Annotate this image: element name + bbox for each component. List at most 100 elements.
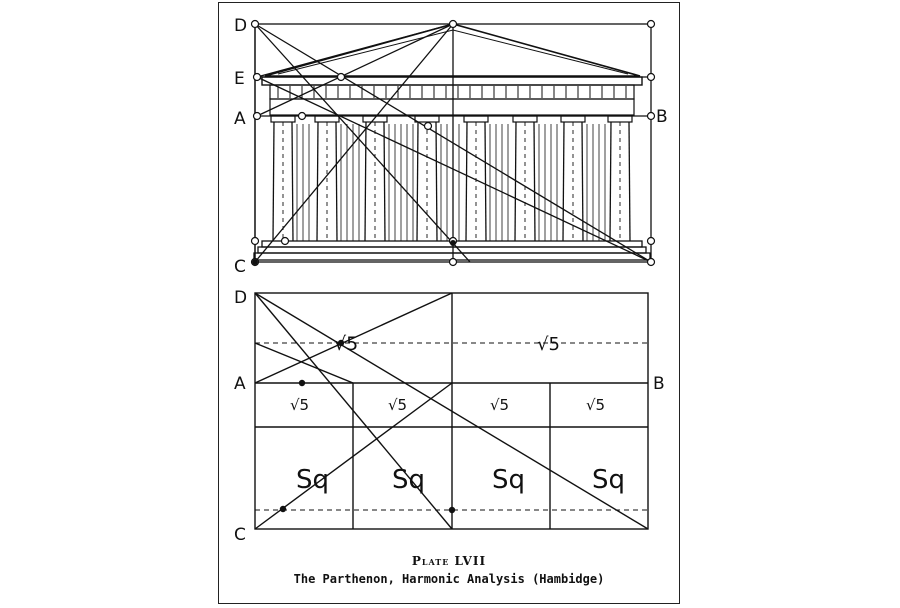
- column-shaft-left: [609, 121, 612, 242]
- column-capital: [270, 115, 296, 123]
- label-C-top: C: [234, 257, 246, 277]
- root5-cell-1: √5: [290, 396, 309, 414]
- intercolumn: [340, 124, 360, 241]
- label-D-top: D: [234, 16, 247, 36]
- column-shaft-right: [484, 121, 487, 242]
- control-point-filled: [450, 240, 456, 246]
- control-point: [280, 236, 290, 246]
- column-capital: [314, 115, 340, 123]
- intercolumn: [296, 124, 310, 241]
- harmonic-grid: [254, 292, 649, 530]
- intercolumn: [538, 124, 558, 241]
- frieze: [269, 84, 635, 100]
- control-point: [423, 121, 433, 131]
- root5-cell-4: √5: [586, 396, 605, 414]
- column-capital: [414, 115, 440, 123]
- column-capital: [463, 115, 489, 123]
- cornice: [261, 76, 643, 86]
- grid-diagonal-D-to-centre: [254, 292, 453, 530]
- label-B-bottom: B: [653, 374, 665, 394]
- top-control-points: [250, 19, 656, 267]
- grid-point: [279, 505, 287, 513]
- grid-cell-labels: √5 √5 √5 √5 √5 √5 Sq Sq Sq Sq: [290, 333, 625, 495]
- root5-label-main: √5: [334, 333, 358, 355]
- control-point: [448, 257, 458, 267]
- line-E-apex: [256, 23, 454, 78]
- grid-line-C-up: [254, 382, 453, 530]
- label-C-bottom: C: [234, 525, 246, 545]
- control-point: [252, 72, 262, 82]
- grid-line-A-up: [254, 292, 453, 384]
- column-shaft-right: [291, 121, 294, 242]
- column: [362, 115, 388, 242]
- label-B-top: B: [656, 107, 668, 127]
- column: [270, 115, 296, 242]
- column-shaft-left: [416, 121, 419, 242]
- bottom-point-labels: D A B C: [234, 288, 665, 545]
- column-shaft-right: [533, 121, 536, 242]
- column-shaft-right: [435, 121, 438, 242]
- diagonal-D-bottom: [254, 23, 471, 263]
- label-A-top: A: [234, 109, 246, 129]
- root5-cell-2: √5: [388, 396, 407, 414]
- grid-point: [448, 506, 456, 514]
- triglyphs: [277, 86, 627, 98]
- diagonal-E-corner: [256, 76, 652, 263]
- control-point: [448, 19, 458, 29]
- column-shaft-right: [581, 121, 584, 242]
- intercolumn: [586, 124, 606, 241]
- intercolumn: [388, 124, 414, 241]
- control-point: [646, 236, 656, 246]
- sq-cell-4: Sq: [592, 465, 625, 495]
- grid-line-mid-left: [254, 342, 354, 384]
- column-shaft-left: [316, 121, 319, 242]
- step-middle: [257, 246, 647, 254]
- diagonal-C-apex: [254, 23, 454, 263]
- label-E-top: E: [234, 69, 245, 89]
- sq-cell-3: Sq: [492, 465, 525, 495]
- root5-cell-3: √5: [490, 396, 509, 414]
- control-point: [250, 236, 260, 246]
- control-point: [646, 257, 656, 267]
- control-point: [646, 19, 656, 29]
- line-A-apex: [256, 23, 454, 117]
- plate-frame: [218, 2, 680, 604]
- column-shaft-left: [364, 121, 367, 242]
- root5-label-right: √5: [537, 334, 560, 355]
- architrave: [269, 98, 635, 116]
- control-point-filled: [252, 259, 258, 265]
- grid-point: [337, 339, 345, 347]
- grid-point: [298, 379, 306, 387]
- plate-title: The Parthenon, Harmonic Analysis (Hambid…: [293, 572, 605, 586]
- column-capital: [560, 115, 586, 123]
- grid-control-points: [279, 339, 456, 514]
- column: [560, 115, 586, 242]
- column: [314, 115, 340, 242]
- control-point: [250, 19, 260, 29]
- label-D-bottom: D: [234, 288, 247, 308]
- control-point: [646, 72, 656, 82]
- top-point-labels: D E A B C: [234, 16, 668, 277]
- label-A-bottom: A: [234, 374, 246, 394]
- column-shaft-right: [335, 121, 338, 242]
- column-shaft-right: [383, 121, 386, 242]
- colonnade: [270, 115, 633, 242]
- sq-cell-1: Sq: [296, 465, 329, 495]
- grid-diagonal-main: [254, 292, 649, 530]
- control-point: [646, 111, 656, 121]
- column-shaft-left: [514, 121, 517, 242]
- intercolumn: [489, 124, 509, 241]
- column-capital: [607, 115, 633, 123]
- control-point: [252, 111, 262, 121]
- column: [463, 115, 489, 242]
- control-point: [336, 72, 346, 82]
- column-shaft-left: [465, 121, 468, 242]
- plate-number: Plate LVII: [411, 554, 487, 568]
- column-shaft-right: [628, 121, 631, 242]
- sq-cell-2: Sq: [392, 465, 425, 495]
- column: [512, 115, 538, 242]
- long-diagonal: [254, 23, 652, 263]
- top-construction-lines: [254, 23, 652, 263]
